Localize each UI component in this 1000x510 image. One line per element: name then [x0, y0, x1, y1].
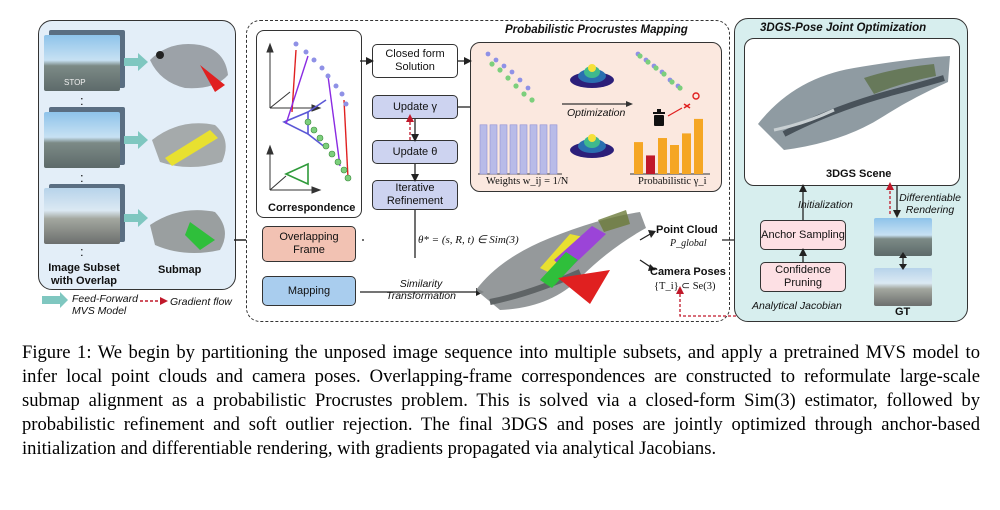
- correspondence-lines: [285, 49, 349, 179]
- dots-3: :: [80, 244, 84, 259]
- weights-bar: [499, 124, 508, 175]
- probabilistic-bar: [646, 155, 655, 174]
- weights-bar: [509, 124, 518, 175]
- weights-label: Weights w_ij = 1/N: [486, 176, 569, 187]
- mvs-legend-label: Feed-Forward MVS Model: [72, 293, 138, 317]
- figure-caption: Figure 1: We begin by partitioning the u…: [22, 342, 980, 459]
- 3dgs-scene-graphic: [758, 56, 950, 150]
- unaligned-points: [485, 51, 535, 103]
- probabilistic-bar-chart: [634, 118, 703, 174]
- probabilistic-bar: [682, 133, 691, 174]
- optimization-label: Optimization: [567, 107, 626, 119]
- probabilistic-bar: [694, 118, 703, 174]
- similarity-transformation-label: Similarity Transformation: [386, 278, 456, 302]
- weights-bar: [529, 124, 538, 175]
- camera-formula: {T_i} ⊂ Se(3): [654, 281, 716, 292]
- camera-poses-label: Camera Poses: [650, 266, 726, 278]
- green-points: [304, 118, 352, 182]
- legend-graphics: [42, 292, 168, 308]
- dots-2: :: [80, 170, 84, 185]
- dots-1: :: [80, 93, 84, 108]
- probabilistic-bar: [634, 142, 643, 174]
- gaussian-top: [570, 64, 614, 88]
- gt-label: GT: [895, 306, 911, 318]
- left-panel-graphics: [124, 44, 270, 296]
- differentiable-rendering-label: Differentiable Rendering: [899, 192, 961, 216]
- submap-2: [152, 123, 226, 167]
- probabilistic-label: Probabilistic γ_i: [638, 176, 707, 187]
- p-global-label: P_global: [670, 238, 707, 249]
- theta-formula: θ* = (s, R, t) ∈ Sim(3): [418, 234, 519, 246]
- overlapping-frame-box: Overlapping Frame: [262, 226, 356, 262]
- point-cloud-label: Point Cloud: [656, 224, 718, 236]
- weights-bar: [519, 124, 528, 175]
- weights-bar: [479, 124, 488, 175]
- correspondence-label: Correspondence: [268, 202, 356, 214]
- weights-bar-chart: [479, 124, 558, 175]
- mapping-box: Mapping: [262, 276, 356, 306]
- global-map-graphic: [476, 210, 646, 310]
- 3dgs-scene-label: 3DGS Scene: [826, 168, 892, 180]
- image-subset-label: Image Subset with Overlap: [48, 262, 120, 287]
- trash-icon: [653, 109, 665, 126]
- optimization-graphic: [478, 51, 710, 175]
- aligned-points: [635, 51, 700, 109]
- submap-3: [150, 210, 225, 254]
- confidence-pruning-box: Confidence Pruning: [760, 262, 846, 292]
- green-camera-frustum: [284, 162, 309, 186]
- gradient-legend-label: Gradient flow: [170, 296, 232, 308]
- probabilistic-bar: [658, 138, 667, 174]
- rendered-image: [874, 218, 932, 256]
- correspondence-graphic: [266, 41, 352, 194]
- analytical-jacobian-label: Analytical Jacobian: [752, 300, 842, 312]
- weights-bar: [489, 124, 498, 175]
- joint-title: 3DGS-Pose Joint Optimization: [760, 22, 927, 34]
- mvs-arrows: [124, 53, 148, 227]
- weights-bar: [539, 124, 548, 175]
- submap-1: [150, 44, 228, 92]
- street-image-2: [44, 112, 120, 168]
- probabilistic-bar: [670, 145, 679, 174]
- stop-sign-text: STOP: [64, 78, 86, 87]
- gaussian-bottom: [570, 134, 614, 158]
- update-gamma-box: Update γ: [372, 95, 458, 119]
- submap-label: Submap: [158, 264, 202, 276]
- procrustes-title: Probabilistic Procrustes Mapping: [505, 24, 688, 36]
- weights-bar: [549, 124, 558, 175]
- street-image-1: [44, 35, 120, 91]
- initialization-label: Initialization: [798, 199, 853, 211]
- street-image-3: [44, 188, 120, 244]
- blue-points: [293, 41, 349, 107]
- gt-image: [874, 268, 932, 306]
- joint-arrows: [799, 182, 907, 270]
